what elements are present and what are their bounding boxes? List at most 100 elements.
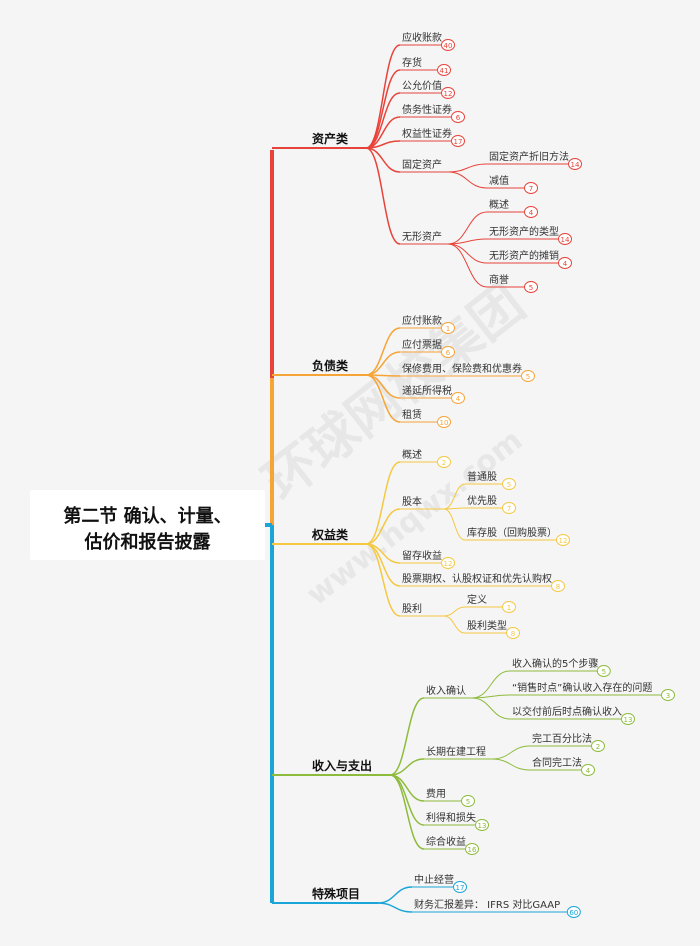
subbranch-0-5-1	[447, 171, 488, 189]
node-0-5-label: 固定资产	[402, 158, 442, 171]
node-2-0-label: 概述	[402, 448, 422, 461]
branch-3-4	[389, 774, 425, 850]
category-1-label: 负债类	[312, 358, 349, 373]
node-3-1-0-label: 完工百分比法	[532, 732, 592, 745]
node-3-3-label: 利得和损失	[426, 811, 476, 824]
branch-3-0	[389, 697, 425, 776]
node-0-6-0-badge-circle	[524, 206, 538, 218]
node-2-3-badge: 8	[556, 583, 560, 591]
category-3-label: 收入与支出	[312, 758, 372, 773]
node-0-4-label: 权益性证券	[402, 127, 452, 140]
node-0-1-badge: 41	[440, 67, 449, 75]
subbranch-0-5-0	[447, 163, 488, 173]
node-2-3-badge-circle	[551, 580, 565, 592]
branch-3-1	[389, 758, 425, 776]
node-2-1-0-badge: 5	[507, 481, 511, 489]
branch-1-0	[365, 327, 401, 376]
node-2-4-0-badge: 1	[507, 604, 511, 612]
node-2-2-label: 留存收益	[402, 549, 442, 562]
node-0-5-0-label: 固定资产折旧方法	[489, 150, 569, 163]
node-0-6-3-badge: 5	[529, 284, 533, 292]
node-3-0-0-label: 收入确认的5个步骤	[512, 657, 598, 670]
node-3-1-1-badge: 4	[586, 767, 591, 775]
node-0-4-badge: 17	[454, 138, 463, 146]
branch-0-6	[365, 147, 401, 245]
subbranch-3-0-0	[471, 670, 511, 699]
node-3-0-1-badge: 3	[666, 692, 670, 700]
node-3-1-label: 长期在建工程	[426, 745, 486, 758]
node-2-1-2-badge-circle	[556, 534, 570, 546]
node-3-0-label: 收入确认	[426, 684, 466, 697]
node-2-1-0-label: 普通股	[467, 470, 497, 483]
node-2-1-1-badge-circle	[502, 502, 516, 514]
subbranch-0-6-0	[447, 211, 488, 245]
node-0-6-1-label: 无形资产的类型	[489, 225, 559, 238]
node-2-2-badge: 12	[444, 560, 453, 568]
branch-1-3	[365, 374, 401, 399]
branch-1-4	[365, 374, 401, 423]
node-1-2-badge-circle	[521, 370, 535, 382]
node-1-1-badge-circle	[441, 346, 455, 358]
subbranch-2-1-2	[443, 508, 466, 541]
subbranch-3-1-0	[491, 745, 531, 760]
subbranch-2-1-0	[443, 483, 466, 510]
node-3-3-badge: 13	[478, 822, 487, 830]
branch-4-1	[377, 902, 413, 913]
node-1-1-badge: 6	[446, 349, 451, 357]
node-1-2-label: 保修费用、保险费和优惠券	[402, 362, 522, 375]
root-title-line-2: 估价和报告披露	[84, 532, 211, 553]
node-2-0-badge: 2	[442, 459, 446, 467]
node-3-1-0-badge: 2	[596, 743, 600, 751]
node-2-1-0-badge-circle	[502, 478, 516, 490]
branch-2-4	[365, 543, 401, 617]
node-0-6-3-label: 商誉	[489, 273, 509, 286]
branch-1-1	[365, 351, 401, 376]
node-3-2-badge: 5	[466, 798, 470, 806]
category-4-label: 特殊项目	[312, 886, 360, 901]
node-0-6-2-badge-circle	[558, 257, 572, 269]
node-2-4-1-badge-circle	[506, 627, 520, 639]
node-0-3-label: 债务性证券	[402, 103, 452, 116]
node-2-4-1-badge: 8	[511, 630, 515, 638]
node-3-2-badge-circle	[461, 795, 475, 807]
branch-4-0	[377, 886, 413, 904]
node-4-0-badge: 17	[456, 884, 465, 892]
node-1-4-label: 租赁	[402, 408, 422, 421]
branch-0-1	[365, 69, 401, 149]
node-0-5-1-badge-circle	[524, 182, 538, 194]
node-3-1-1-badge-circle	[581, 764, 595, 776]
node-0-6-1-badge: 14	[561, 236, 570, 244]
subbranch-3-0-1	[471, 694, 511, 699]
branch-3-2	[389, 774, 425, 802]
node-3-0-2-label: 以交付前后时点确认收入	[512, 705, 622, 718]
node-4-0-badge-circle	[453, 881, 467, 893]
branch-0-5	[365, 147, 401, 173]
node-0-0-badge: 40	[444, 42, 453, 50]
node-2-1-1-badge: 7	[507, 505, 511, 513]
node-3-2-label: 费用	[426, 787, 446, 800]
node-0-1-label: 存货	[402, 56, 422, 69]
node-0-5-0-badge-circle	[568, 158, 582, 170]
node-0-2-badge: 12	[444, 90, 453, 98]
node-1-3-badge-circle	[451, 392, 465, 404]
node-1-2-badge: 5	[526, 373, 530, 381]
node-0-3-badge-circle	[451, 111, 465, 123]
subbranch-0-6-3	[447, 243, 488, 288]
subbranch-2-4-1	[443, 615, 466, 634]
node-2-1-2-label: 库存股（回购股票）	[467, 526, 557, 539]
subbranch-2-4-0	[443, 606, 466, 617]
subbranch-3-0-2	[471, 697, 511, 720]
node-3-1-1-label: 合同完工法	[532, 756, 582, 769]
node-3-0-1-label: “销售时点”确认收入存在的问题	[512, 681, 652, 694]
root-title-line-1: 第二节 确认、计量、	[63, 506, 232, 527]
node-0-6-0-badge: 4	[529, 209, 534, 217]
node-2-4-1-label: 股利类型	[467, 619, 507, 632]
node-4-1-badge-circle	[566, 906, 581, 918]
node-1-3-label: 递延所得税	[402, 384, 452, 397]
node-3-0-0-badge-circle	[596, 665, 611, 677]
node-0-0-label: 应收账款	[402, 31, 442, 44]
subbranch-2-1-1	[443, 507, 466, 510]
node-1-0-badge: 1	[446, 325, 450, 333]
node-2-4-0-label: 定义	[467, 593, 487, 606]
